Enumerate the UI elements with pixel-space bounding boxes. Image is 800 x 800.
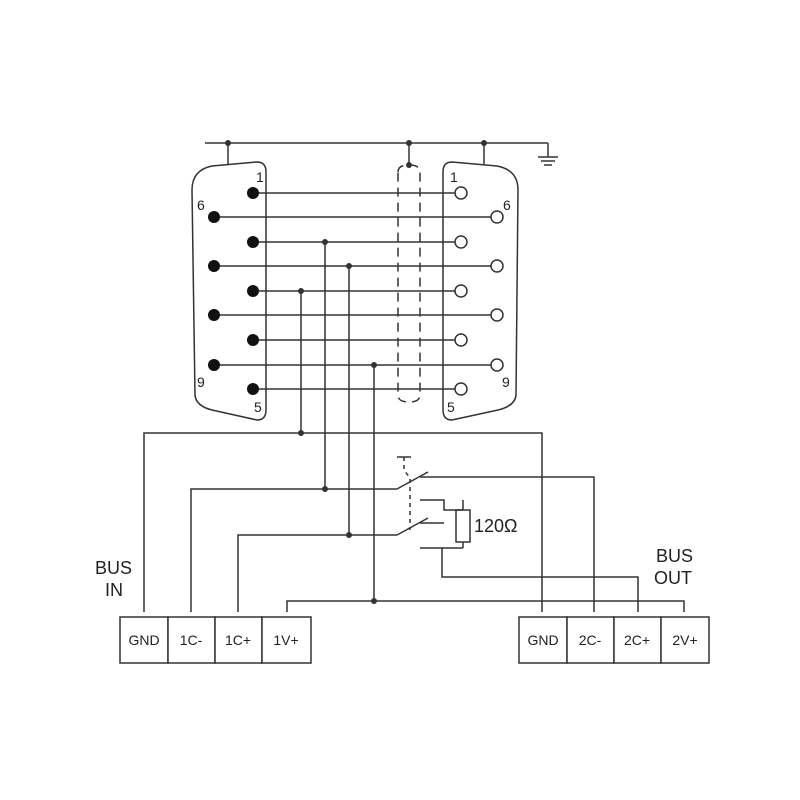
connector-in-pin-label: 5 <box>254 399 262 415</box>
terminal-out-gnd <box>518 616 568 664</box>
bus-in-label: BUS IN <box>95 558 137 600</box>
connector-out-pin-label: 1 <box>450 169 458 185</box>
ground-bus <box>205 140 558 168</box>
bus-out-label: BUS OUT <box>654 546 698 588</box>
terminal-block-in: GND 1C- 1C+ 1V+ <box>119 616 312 664</box>
cable-shield <box>397 164 421 403</box>
bus-out-label-line: OUT <box>654 568 692 588</box>
terminal-in-1c-minus <box>167 616 216 664</box>
terminal-block-out: GND 2C- 2C+ 2V+ <box>518 616 710 664</box>
terminal-in-1v-plus <box>261 616 312 664</box>
terminal-out-2c-minus <box>566 616 615 664</box>
pin-wires <box>220 192 491 390</box>
connector-out-pin-label: 9 <box>502 374 510 390</box>
tap-wires <box>298 239 377 601</box>
c-minus-wire <box>190 471 595 612</box>
bus-out-label-line: BUS <box>656 546 693 566</box>
terminal-label: 1C+ <box>225 632 251 648</box>
bus-in-label-line: IN <box>105 580 123 600</box>
connector-out-pin-label: 6 <box>503 197 511 213</box>
terminal-label: 1C- <box>180 632 203 648</box>
c-plus-wire <box>237 517 639 612</box>
resistor-label: 120Ω <box>474 516 518 536</box>
gnd-wire <box>143 430 543 612</box>
dip-switch-icon <box>397 456 411 530</box>
resistor-icon <box>455 500 471 548</box>
v-plus-wire <box>286 598 685 612</box>
terminal-in-gnd <box>119 616 169 664</box>
terminal-label: GND <box>128 632 159 648</box>
terminal-label: GND <box>527 632 558 648</box>
terminal-label: 2C+ <box>624 632 650 648</box>
connector-in-pin-label: 9 <box>197 374 205 390</box>
terminal-label: 2V+ <box>672 632 697 648</box>
connector-out-pin-label: 5 <box>447 399 455 415</box>
terminal-out-2v-plus <box>660 616 710 664</box>
connector-in: 1 6 9 5 <box>191 161 267 421</box>
bus-in-label-line: BUS <box>95 558 132 578</box>
terminal-label: 2C- <box>579 632 602 648</box>
terminal-label: 1V+ <box>273 632 298 648</box>
connector-in-pin-label: 1 <box>256 169 264 185</box>
connector-in-pin-label: 6 <box>197 197 205 213</box>
connector-out: 1 6 9 5 <box>442 161 519 421</box>
